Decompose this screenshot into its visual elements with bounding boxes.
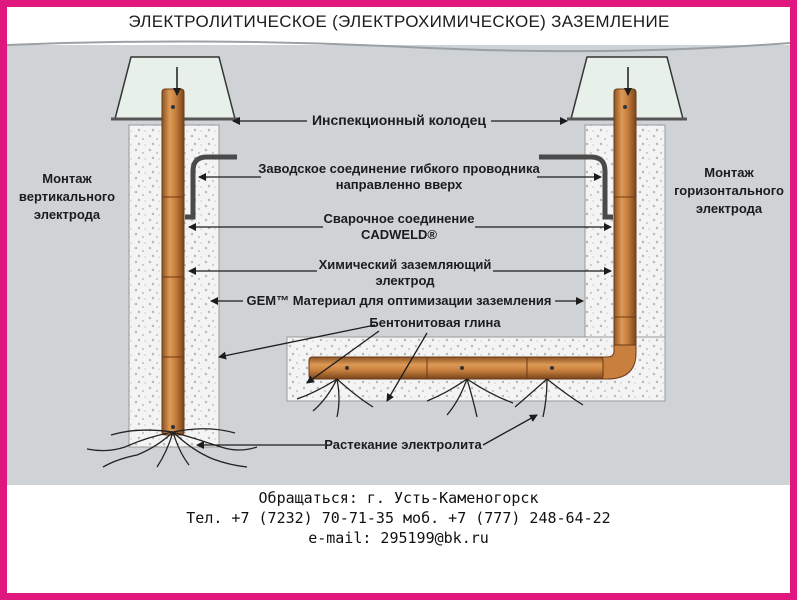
ground-surface [7,40,790,53]
label-chem-electrode-1: Химический заземляющий [319,257,492,272]
electrolyte-spread-left [86,428,258,468]
label-horizontal-3: электрода [696,201,763,216]
label-gem-material: GEM™ Материал для оптимизации заземления [246,293,551,308]
label-vertical-1: Монтаж [42,171,92,186]
label-chem-electrode-2: электрод [375,273,435,288]
label-factory-connection-2: направленно вверх [336,177,463,192]
left-vertical-electrode [161,88,185,436]
label-inspection-well: Инспекционный колодец [312,112,486,128]
grounding-diagram: ЭЛЕКТРОЛИТИЧЕСКОЕ (ЭЛЕКТРОХИМИЧЕСКОЕ) ЗА… [7,12,790,485]
label-vertical-3: электрода [34,207,101,222]
label-horizontal-2: горизонтального [674,183,784,198]
label-bentonite: Бентонитовая глина [369,315,501,330]
contact-email: e-mail: 295199@bk.ru [308,529,489,547]
label-horizontal-1: Монтаж [704,165,754,180]
contact-phones: Тел. +7 (7232) 70-71-35 моб. +7 (777) 24… [186,509,611,527]
label-vertical-2: вертикального [19,189,115,204]
label-weld-2: CADWELD® [361,227,437,242]
right-vertical-electrode [613,88,637,348]
electrolyte-spread-horizontal [296,378,584,418]
contact-address: Обращаться: г. Усть-Каменогорск [258,489,539,507]
label-factory-connection-1: Заводское соединение гибкого проводника [258,161,540,176]
label-electrolyte: Растекание электролита [324,437,482,452]
left-flexible-conductor [185,154,237,220]
label-weld-1: Сварочное соединение [324,211,475,226]
horizontal-electrode [308,356,604,380]
diagram-title: ЭЛЕКТРОЛИТИЧЕСКОЕ (ЭЛЕКТРОХИМИЧЕСКОЕ) ЗА… [128,12,669,31]
right-flexible-conductor [539,154,613,220]
